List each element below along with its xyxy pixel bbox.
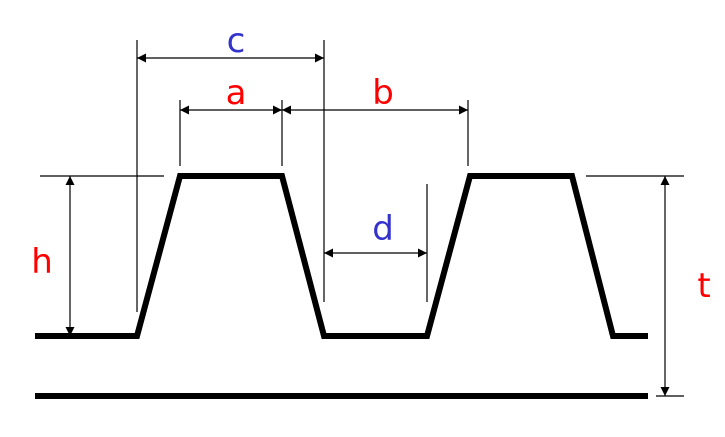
label-c: c	[227, 21, 246, 61]
label-h: h	[31, 242, 53, 282]
label-t: t	[697, 266, 710, 306]
trapezoidal-profile-line	[35, 173, 648, 339]
label-b: b	[372, 73, 394, 113]
label-a: a	[226, 73, 247, 113]
label-d: d	[372, 209, 394, 249]
